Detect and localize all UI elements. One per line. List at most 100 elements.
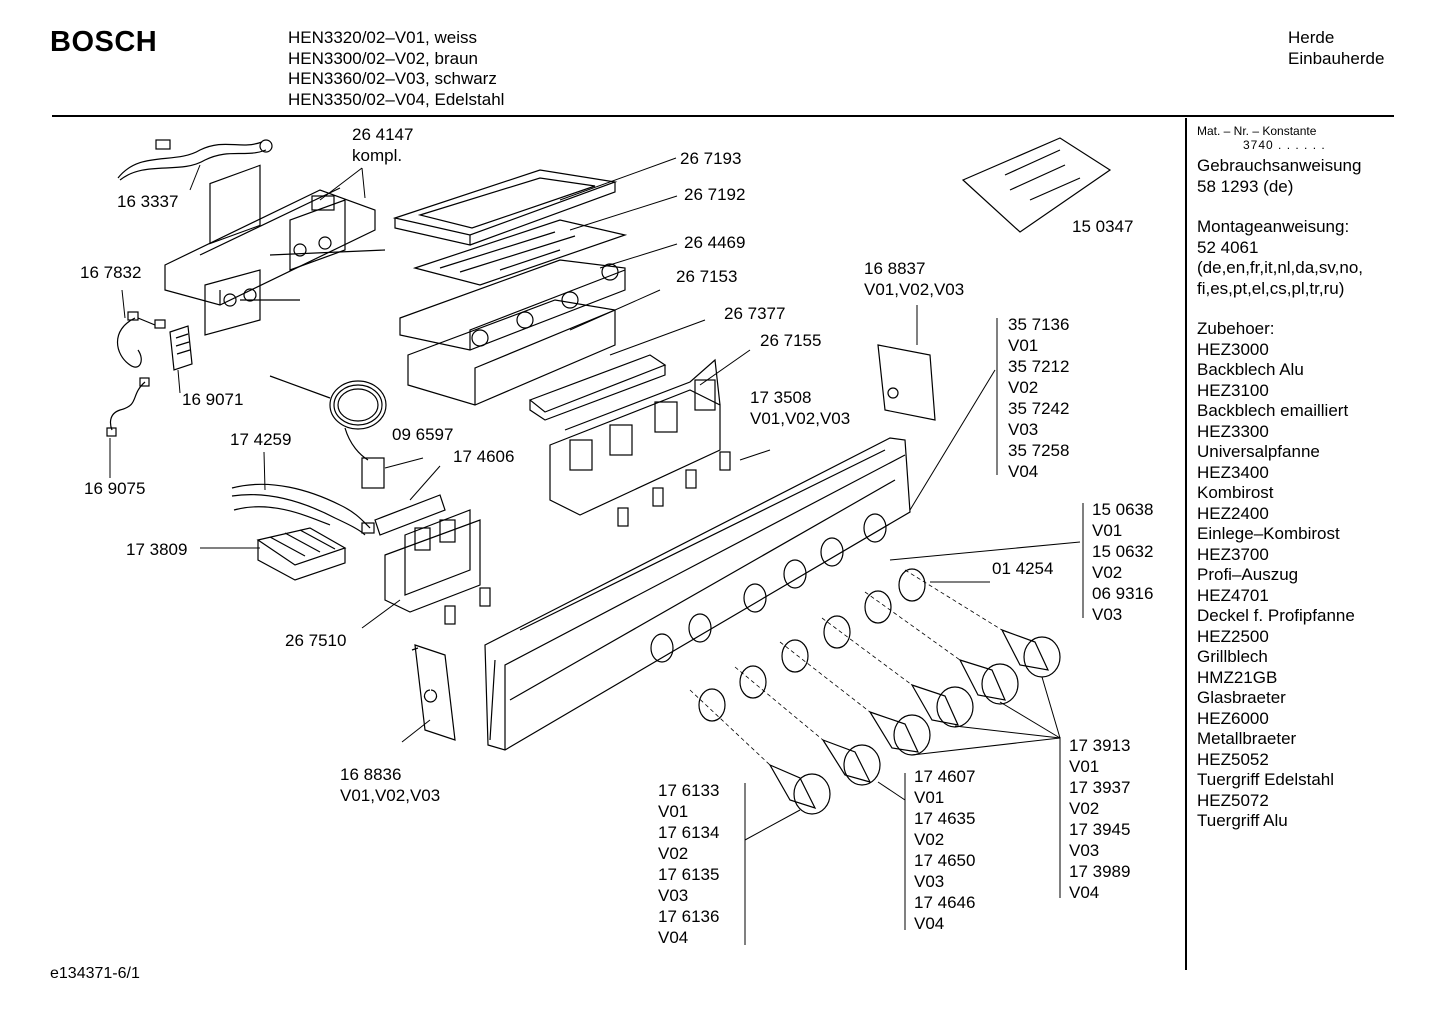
label-150347: 15 0347 [1072,216,1133,237]
part-number: 17 4650 [914,851,976,870]
header-rule [52,115,1394,117]
label-163337: 16 3337 [117,191,178,212]
part-number: 17 3945 [1069,820,1131,839]
sidebar-line: (de,en,fr,it,nl,da,sv,no, [1197,258,1363,277]
label-267193: 26 7193 [680,148,741,169]
variant: V03 [914,872,945,891]
variant: V02 [1092,563,1123,582]
part-number: 26 7155 [760,331,822,350]
label-174259: 17 4259 [230,429,291,450]
variant: V04 [1008,462,1039,481]
switch-housing-267510 [374,494,481,613]
part-number: 26 4469 [684,233,746,252]
variant: V03 [1069,841,1100,860]
label-267510: 26 7510 [285,630,346,651]
connector-block-169071 [169,325,193,371]
variant: V04 [1069,883,1100,902]
document-id: e134371-6/1 [50,965,140,982]
sidebar-divider [1185,118,1187,970]
part-number: 35 7258 [1008,441,1070,460]
label-267155: 26 7155 [760,330,821,351]
model-line: HEN3350/02–V04, Edelstahl [288,89,505,109]
model-line: HEN3320/02–V01, weiss [288,28,478,47]
bracket-168837 [877,344,936,421]
part-number: 16 9075 [84,479,146,498]
sidebar-line: Backblech emailliert [1197,401,1349,420]
variant: V02 [1008,378,1039,397]
sidebar-line: HEZ3000 [1197,339,1269,359]
sidebar-line: HEZ3700 [1197,544,1269,564]
variant: V04 [658,928,689,947]
sidebar-line: Gebrauchsanweisung [1197,156,1362,175]
sidebar-line: Grillblech [1197,647,1268,666]
part-number: 17 3508 [750,388,812,407]
label-267377: 26 7377 [724,303,785,324]
sidebar-line: Zubehoer: [1197,319,1275,338]
part-number: 17 3913 [1069,736,1131,755]
label-169075: 16 9075 [84,478,145,499]
part-number: 26 7153 [676,267,738,286]
label-167832: 16 7832 [80,262,141,283]
variant: V01,V02,V03 [750,409,851,428]
variant: V01 [914,788,945,807]
part-number: 17 4259 [230,430,292,449]
variant: V01,V02,V03 [864,280,965,299]
part-number: 15 0632 [1092,542,1154,561]
category: Herde Einbauherde [1288,28,1384,69]
variant: V01 [1069,757,1100,776]
part-number: 15 0347 [1072,217,1134,236]
model-line: HEN3300/02–V02, braun [288,48,478,68]
label-169071: 16 9071 [182,389,243,410]
label-173809: 17 3809 [126,539,187,560]
label-174606: 17 4606 [453,446,514,467]
sidebar-line: 58 1293 (de) [1197,176,1294,196]
sidebar-line: Universalpfanne [1197,442,1320,461]
control-board-264147 [164,164,386,336]
part-number: 17 3937 [1069,778,1131,797]
sidebar-line: HMZ21GB [1197,667,1278,687]
konstante: Mat. – Nr. – Konstante 3740 . . . . . . [1197,124,1363,152]
sidebar-line: HEZ3400 [1197,462,1269,482]
sidebar-line: Tuergriff Edelstahl [1197,770,1335,789]
label-264469: 26 4469 [684,232,745,253]
part-number: 17 4607 [914,767,976,786]
sensor-coil-096597 [269,375,387,489]
variant: V04 [914,914,945,933]
model-line: HEN3360/02–V03, schwarz [288,69,497,88]
konstante-value: 3740 . . . . . . [1243,138,1326,152]
part-number: 35 7212 [1008,357,1070,376]
part-number: 17 6136 [658,907,720,926]
screw-bag-150347 [961,137,1112,233]
sidebar-line: HEZ5052 [1197,749,1269,769]
frame-267193 [392,169,618,246]
label-096597: 09 6597 [392,424,453,445]
switch-housing-267155 [549,358,721,516]
sidebar-line: Backblech Alu [1197,360,1304,379]
bosch-logo: BOSCH [50,26,158,58]
part-number: 17 4635 [914,809,976,828]
part-number: 01 4254 [992,559,1054,578]
sidebar-line: HEZ6000 [1197,708,1269,728]
part-number: 17 6135 [658,865,720,884]
part-number: 06 9316 [1092,584,1154,603]
konstante-label: Mat. – Nr. – Konstante [1197,124,1317,138]
part-number: 16 7832 [80,263,142,282]
sidebar-line: fi,es,pt,el,cs,pl,tr,ru) [1197,278,1345,298]
part-number: 26 7193 [680,149,742,168]
sidebar-line: HEZ3100 [1197,380,1269,400]
sidebar-line: HEZ2500 [1197,626,1269,646]
dashed-axes [689,569,1003,766]
part-number: 09 6597 [392,425,454,444]
sidebar-line: HEZ3300 [1197,421,1269,441]
part-number: 26 7192 [684,185,746,204]
sidebar-line: Deckel f. Profipfanne [1197,606,1355,625]
model-list: HEN3320/02–V01, weiss HEN3300/02–V02, br… [288,28,504,110]
category-line: Einbauherde [1288,48,1385,68]
